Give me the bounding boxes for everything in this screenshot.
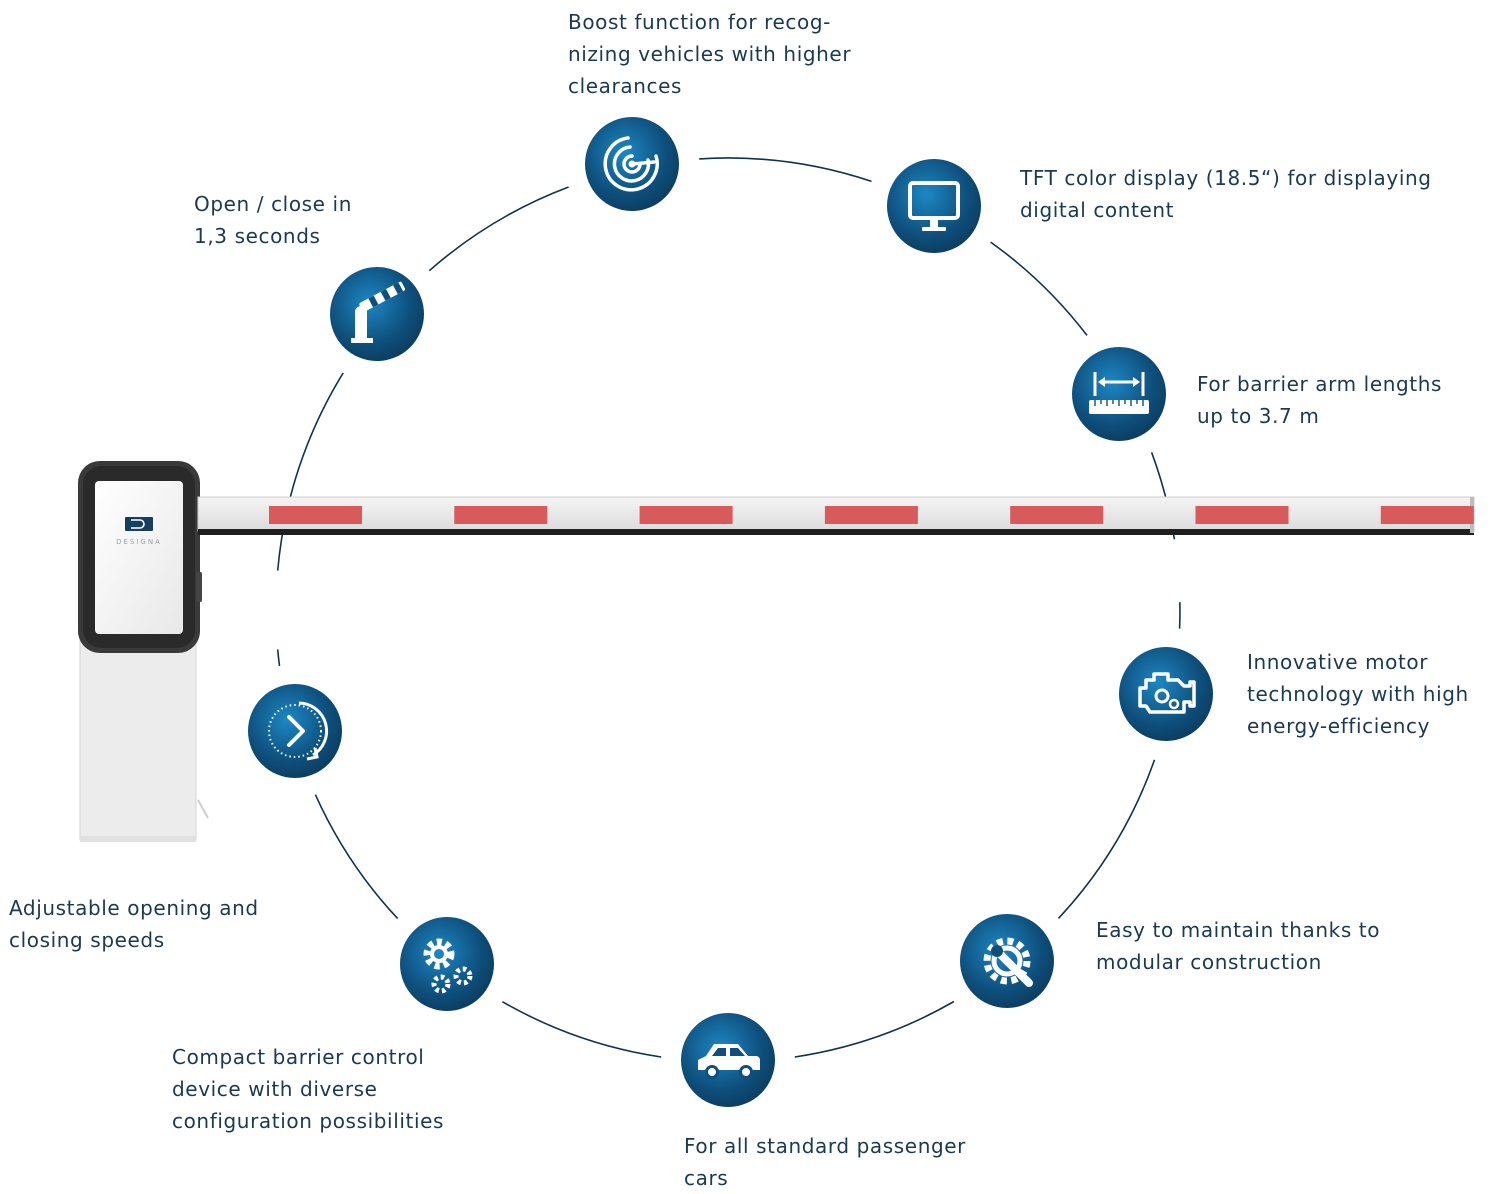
speed-dial-icon [248,684,342,778]
arm-stripe [269,506,362,524]
gears-icon [400,917,494,1011]
connector-arc [278,373,344,571]
ruler-icon [1072,347,1166,441]
connector-arc [795,1002,954,1058]
connector-arc [1059,760,1155,919]
arm-stripe [640,506,733,524]
car-icon [681,1013,775,1107]
brand-logo: DESIGNA [116,538,162,546]
arm-stripe [825,506,918,524]
engine-icon [1119,647,1213,741]
feature-label-motor: Innovative motor technology with high en… [1247,646,1497,742]
connector-arc [315,795,397,919]
feature-label-open-close: Open / close in 1,3 seconds [194,188,414,252]
icon-layer [248,117,1213,1107]
connector-arc [278,649,280,666]
feature-label-arm-length: For barrier arm lengths up to 3.7 m [1197,368,1487,432]
feature-label-boost: Boost function for recog- nizing vehicle… [568,6,888,102]
radar-icon [585,117,679,211]
connector-arc [991,242,1087,335]
arm-stripe [1381,506,1474,524]
feature-label-speeds: Adjustable opening and closing speeds [9,892,309,956]
arm-stripe [1010,506,1103,524]
monitor-icon [887,159,981,253]
feature-label-compact: Compact barrier control device with dive… [172,1041,512,1137]
connector-arc [502,1002,661,1057]
arm-stripe [1196,506,1289,524]
connector-arc [429,187,568,271]
logo-mark-icon [125,517,153,531]
barrier-arm [198,497,1474,535]
connector-arc [699,158,871,181]
arm-stripe [454,506,547,524]
feature-label-maintenance: Easy to maintain thanks to modular const… [1096,914,1456,978]
barrier-icon [330,267,424,361]
feature-label-tft-display: TFT color display (18.5“) for displaying… [1020,162,1480,226]
wrench-gear-icon [960,914,1054,1008]
barrier-terminal: DESIGNA [78,461,208,842]
feature-label-cars: For all standard passenger cars [684,1130,1024,1194]
